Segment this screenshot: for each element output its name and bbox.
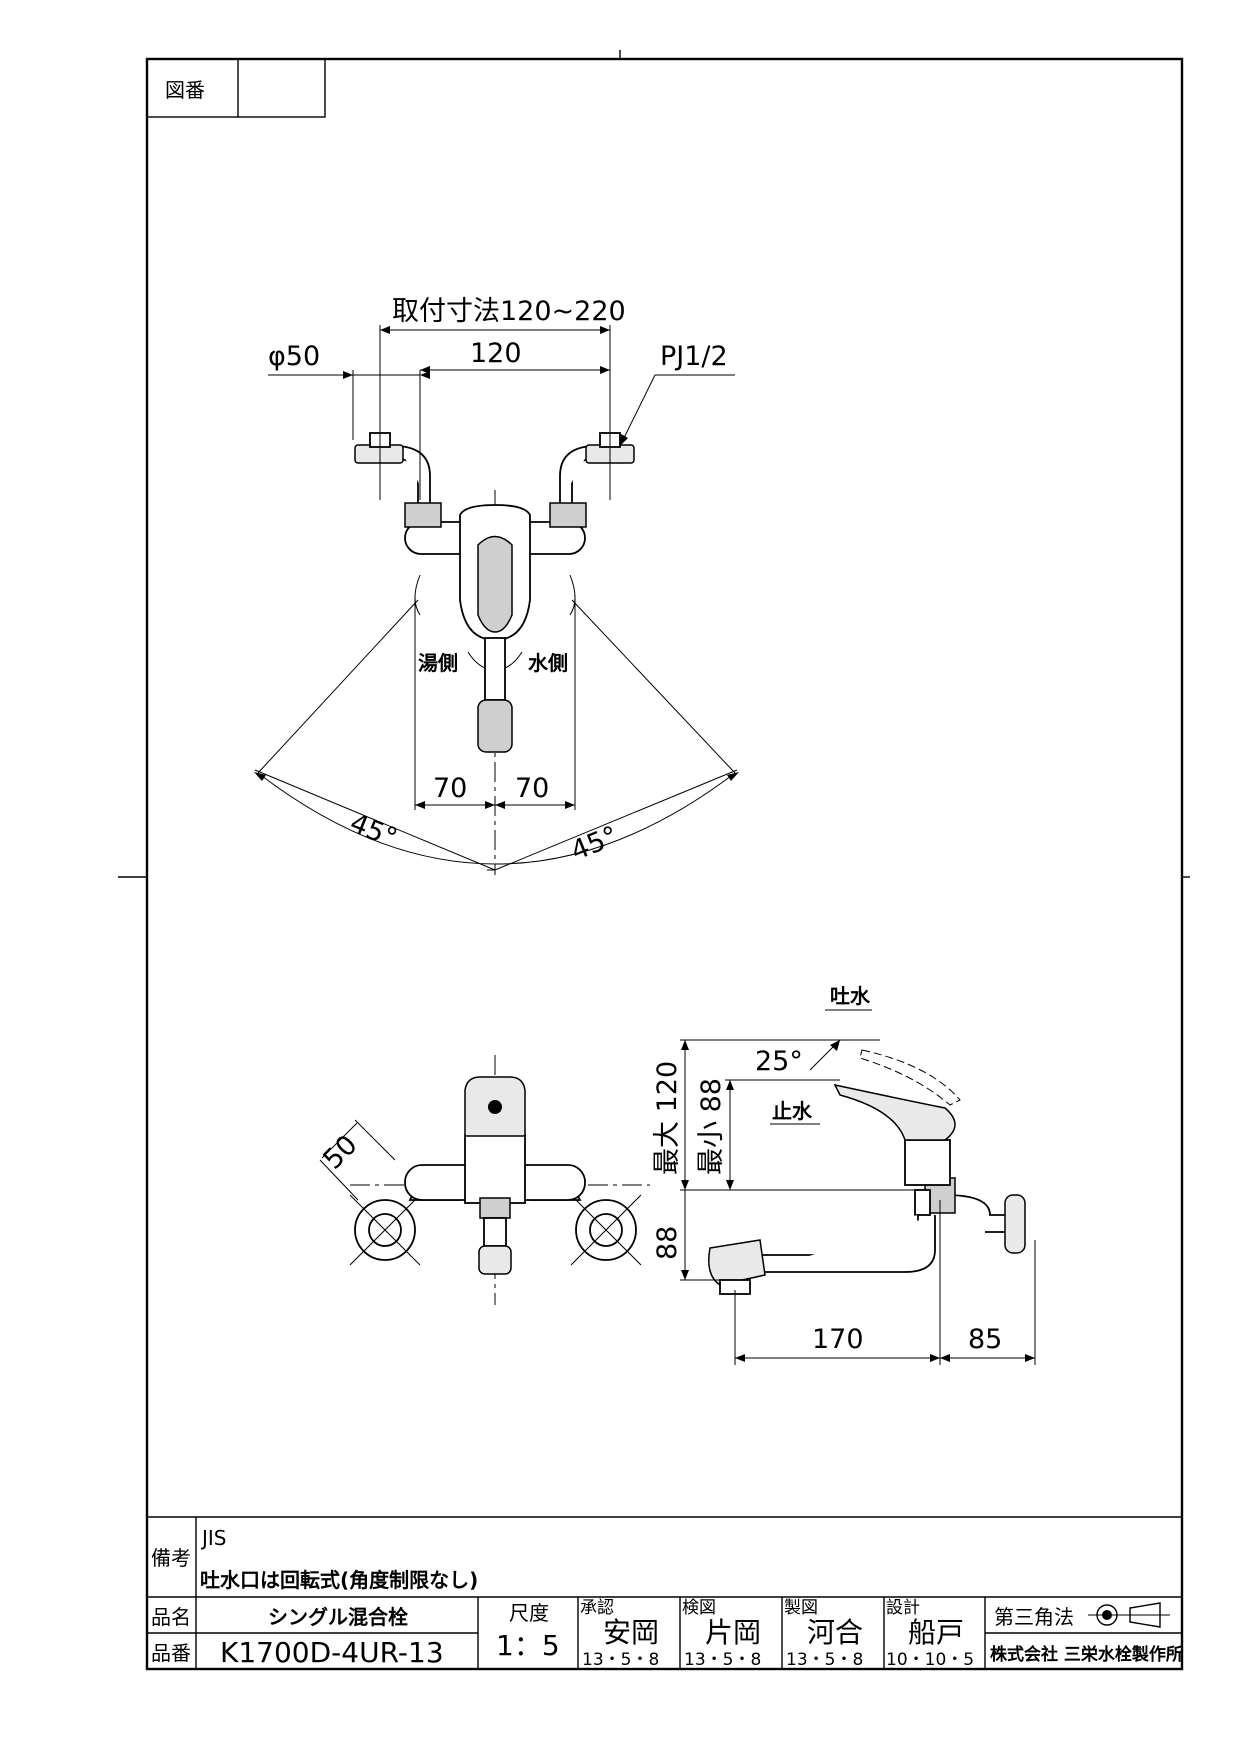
- drawing-number-box: 図番: [146, 58, 326, 118]
- side-view: 吐水 25° 止水 最大 120 最小 88 88 170 85: [652, 984, 1036, 1365]
- projection-label: 第三角法: [994, 1605, 1074, 1629]
- dim-spout-height: 88: [652, 1226, 683, 1260]
- approval-date-4: 10・10・5: [886, 1650, 974, 1670]
- front-body: [464, 1134, 526, 1204]
- label-stop: 止水: [772, 1099, 813, 1123]
- dim-wall-offset: 85: [968, 1324, 1002, 1355]
- scale-label: 尺度: [509, 1601, 549, 1625]
- dim-spout-reach: 170: [812, 1324, 864, 1355]
- approval-name-2: 片岡: [705, 1616, 761, 1649]
- approval-role-1: 承認: [580, 1598, 614, 1618]
- product-name-label: 品名: [151, 1605, 191, 1629]
- dim-max-height: 最大 120: [652, 1061, 683, 1175]
- scale-value: 1：5: [496, 1629, 560, 1662]
- dim-right-angle: 45°: [567, 820, 623, 867]
- spout-arm: [484, 637, 506, 701]
- side-wall-flange: [1004, 1194, 1026, 1254]
- approval-name-4: 船戸: [908, 1616, 964, 1649]
- label-spout: 吐水: [830, 984, 871, 1008]
- dim-right-offset: 70: [515, 773, 549, 804]
- dim-pitch: 120: [470, 338, 522, 369]
- right-nut: [549, 502, 587, 528]
- dim-lever-angle: 25°: [755, 1046, 803, 1077]
- label-hot-side: 湯側: [418, 651, 458, 675]
- product-name: シングル混合栓: [268, 1605, 408, 1629]
- side-lever-raised: [859, 1049, 961, 1106]
- dim-front-50: 50: [317, 1129, 363, 1175]
- approval-date-2: 13・5・8: [684, 1650, 761, 1670]
- dim-mount-range: 取付寸法120~220: [392, 296, 626, 327]
- left-nut: [404, 502, 442, 528]
- angle-line-right: [494, 769, 738, 871]
- approval-role-2: 検図: [682, 1598, 716, 1618]
- lever-top: [477, 535, 513, 633]
- side-lever: [833, 1083, 956, 1141]
- company-name: 株式会社 三栄水栓製作所: [990, 1644, 1183, 1665]
- side-spout-end: [708, 1239, 766, 1286]
- remarks-label: 備考: [151, 1546, 191, 1570]
- third-angle-projection-icon: [1088, 1602, 1170, 1628]
- dim-diameter: φ50: [268, 341, 320, 372]
- angle-arc: [257, 772, 736, 865]
- approval-role-4: 設計: [886, 1598, 920, 1618]
- approval-name-1: 安岡: [603, 1616, 659, 1649]
- title-block: 備考 JIS 吐水口は回転式(角度制限なし) 品名 シングル混合栓 品番 K17…: [147, 1516, 1183, 1670]
- dim-left-offset: 70: [433, 773, 467, 804]
- drawing-no-label: 図番: [165, 78, 205, 102]
- front-view: 50: [317, 1055, 650, 1305]
- drawing-frame: [145, 57, 1184, 1671]
- angle-line-left: [254, 769, 496, 871]
- remarks-line-1: JIS: [200, 1526, 227, 1550]
- dim-min-height: 最小 88: [696, 1078, 727, 1175]
- approval-role-3: 製図: [784, 1598, 818, 1618]
- product-no-label: 品番: [151, 1641, 191, 1665]
- spout-nozzle: [477, 699, 513, 753]
- approval-date-3: 13・5・8: [786, 1650, 863, 1670]
- remarks-line-2: 吐水口は回転式(角度制限なし): [200, 1568, 478, 1592]
- label-cold-side: 水側: [528, 651, 568, 675]
- product-no: K1700D-4UR-13: [220, 1636, 444, 1669]
- side-body: [904, 1139, 951, 1186]
- approval-name-3: 河合: [807, 1616, 863, 1649]
- front-spout-nozzle: [478, 1245, 512, 1275]
- dim-pipe-thread: PJ1/2: [660, 341, 728, 372]
- top-view: 取付寸法120~220 120 φ50 PJ1/2 湯側 水側 70 70 45…: [254, 296, 739, 875]
- approval-date-1: 13・5・8: [582, 1650, 659, 1670]
